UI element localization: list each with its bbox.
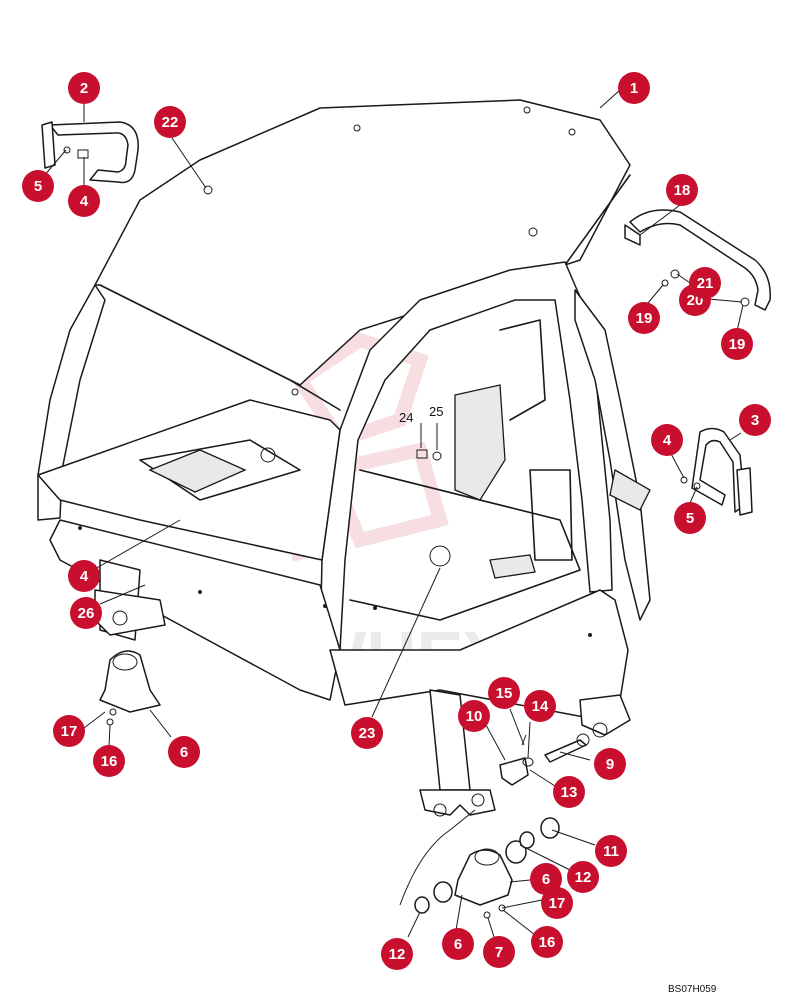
callout-7: 7 <box>483 936 515 968</box>
callout-11: 11 <box>595 835 627 867</box>
callout-14: 14 <box>524 690 556 722</box>
pin-assembly <box>499 733 590 786</box>
svg-text:15: 15 <box>496 685 513 702</box>
callout-2: 2 <box>68 72 100 104</box>
callout-5-right: 5 <box>674 502 706 534</box>
svg-text:3: 3 <box>751 412 759 429</box>
svg-text:9: 9 <box>606 756 614 773</box>
callout-12-left: 12 <box>381 938 413 970</box>
callout-4-right: 4 <box>651 424 683 456</box>
callout-4-left: 4 <box>68 560 100 592</box>
callout-3: 3 <box>739 404 771 436</box>
svg-text:22: 22 <box>162 114 179 131</box>
callout-6-left: 6 <box>168 736 200 768</box>
callout-12-right: 12 <box>567 861 599 893</box>
svg-text:2: 2 <box>80 80 88 97</box>
svg-text:26: 26 <box>78 605 95 622</box>
mount-bracket-left <box>99 650 161 726</box>
svg-text:10: 10 <box>466 708 483 725</box>
svg-text:16: 16 <box>539 934 556 951</box>
svg-text:21: 21 <box>697 275 714 292</box>
svg-text:19: 19 <box>636 310 653 327</box>
callout-5-top: 5 <box>22 170 54 202</box>
callout-18: 18 <box>666 174 698 206</box>
svg-text:23: 23 <box>359 725 376 742</box>
svg-text:14: 14 <box>532 698 549 715</box>
svg-text:19: 19 <box>729 336 746 353</box>
svg-text:5: 5 <box>34 178 42 195</box>
svg-text:13: 13 <box>561 784 578 801</box>
lower-mount-assembly <box>399 809 560 919</box>
svg-text:17: 17 <box>61 723 78 740</box>
leader-lines <box>37 89 744 941</box>
svg-text:1: 1 <box>630 80 638 97</box>
svg-text:7: 7 <box>495 944 503 961</box>
callout-23: 23 <box>351 717 383 749</box>
callout-6-bottom: 6 <box>442 928 474 960</box>
handrail-part-3 <box>680 427 753 516</box>
svg-text:11: 11 <box>603 843 619 860</box>
svg-text:5: 5 <box>686 510 694 527</box>
callout-10: 10 <box>458 700 490 732</box>
svg-text:4: 4 <box>80 568 89 585</box>
handrail-part-18 <box>624 209 771 311</box>
callout-1: 1 <box>618 72 650 104</box>
bolts-24-25 <box>416 449 442 461</box>
svg-text:16: 16 <box>101 753 118 770</box>
svg-text:12: 12 <box>389 946 406 963</box>
callout-13: 13 <box>553 776 585 808</box>
svg-text:6: 6 <box>542 871 550 888</box>
callout-15: 15 <box>488 677 520 709</box>
callout-19-left: 19 <box>628 302 660 334</box>
callout-17-left: 17 <box>53 715 85 747</box>
cab-frame <box>37 99 651 817</box>
svg-text:12: 12 <box>575 869 592 886</box>
callout-17-right: 17 <box>541 887 573 919</box>
callout-22: 22 <box>154 106 186 138</box>
svg-text:18: 18 <box>674 182 691 199</box>
callout-9: 9 <box>594 748 626 780</box>
drawing-code: BS07H059 <box>668 984 717 995</box>
callout-6-right: 6 <box>530 863 562 895</box>
svg-text:4: 4 <box>663 432 672 449</box>
callout-4-top: 4 <box>68 185 100 217</box>
svg-text:4: 4 <box>80 193 89 210</box>
callout-26: 26 <box>70 597 102 629</box>
label-25: 25 <box>429 404 443 419</box>
svg-text:17: 17 <box>549 895 566 912</box>
handrail-part-2 <box>41 121 139 184</box>
svg-text:6: 6 <box>454 936 462 953</box>
label-24: 24 <box>399 410 413 425</box>
callout-16-right: 16 <box>531 926 563 958</box>
svg-text:6: 6 <box>180 744 188 761</box>
callout-19-right: 19 <box>721 328 753 360</box>
callout-21: 21 <box>689 267 721 299</box>
callout-16-left: 16 <box>93 745 125 777</box>
